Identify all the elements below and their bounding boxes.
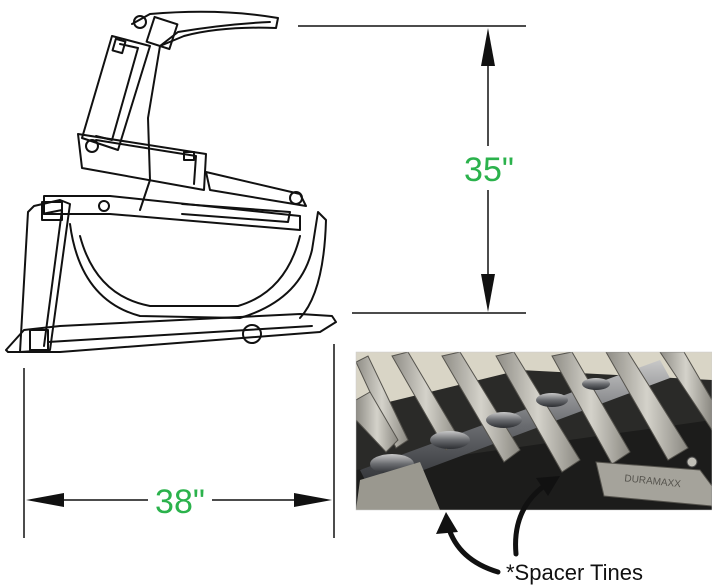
height-label: 35" [464, 151, 514, 189]
photo-tine [441, 352, 521, 463]
bucket-floor-edge [47, 325, 313, 343]
height-arrow-top [481, 28, 495, 66]
width-label: 38" [155, 483, 205, 521]
back-plate-bracket-top [41, 201, 63, 221]
bucket-floor [5, 313, 337, 353]
photo-tines [356, 352, 712, 473]
width-arrow-right [294, 493, 332, 507]
back-plate-bracket-bottom [29, 329, 49, 351]
floor-pivot [242, 324, 262, 344]
rear-brace [205, 171, 307, 207]
callout-arrowhead-left [436, 512, 458, 534]
width-label-backdrop [148, 480, 212, 520]
cross-tube-pivot [98, 200, 110, 212]
callout-arrows [436, 476, 560, 575]
upper-cylinder-rod [95, 43, 139, 141]
grapple-tine-inner [79, 235, 301, 307]
photo-tine [356, 391, 399, 453]
grapple-top-bracket [145, 15, 179, 51]
photo-tine [495, 352, 581, 473]
spacer-tines-photo: DURAMAXX [356, 352, 712, 510]
middle-cylinder-inner [95, 139, 197, 185]
middle-cylinder-tab [183, 151, 195, 161]
photo-rod-segment [430, 431, 470, 449]
callout-arrowhead-right [536, 476, 560, 496]
spacer-tines-label: *Spacer Tines [506, 560, 643, 585]
middle-cylinder [77, 133, 207, 191]
upper-cylinder-cap [111, 37, 127, 55]
grapple-tine [69, 211, 327, 319]
callout-arrow-left [445, 523, 501, 575]
upper-cylinder [81, 35, 151, 151]
callout-arrow-right [513, 483, 547, 557]
grapple-top-arm [131, 10, 279, 211]
cross-tube [43, 195, 301, 231]
grapple-top-pivot [133, 15, 147, 29]
bucket-back-plate [19, 199, 71, 353]
photo-rod-segment [486, 412, 522, 428]
middle-pivot [85, 139, 99, 153]
photo-tine [659, 352, 712, 431]
lower-brace [181, 203, 291, 223]
photo-frame [355, 351, 712, 511]
photo-rod-segment [536, 393, 568, 407]
photo-base-plate [356, 462, 440, 510]
height-label-backdrop [460, 146, 516, 190]
photo-spacer-tine [595, 461, 712, 507]
photo-bolt [686, 456, 698, 468]
rear-pivot [289, 191, 303, 205]
width-arrow-left [26, 493, 64, 507]
photo-rod-segment [582, 378, 610, 390]
grapple-top-arm-inner [159, 21, 271, 47]
height-arrow-bottom [481, 274, 495, 312]
photo-tine [551, 352, 631, 465]
photo-rod-segments [370, 378, 610, 474]
grapple-drawing [5, 10, 337, 353]
photo-tine [605, 352, 689, 461]
